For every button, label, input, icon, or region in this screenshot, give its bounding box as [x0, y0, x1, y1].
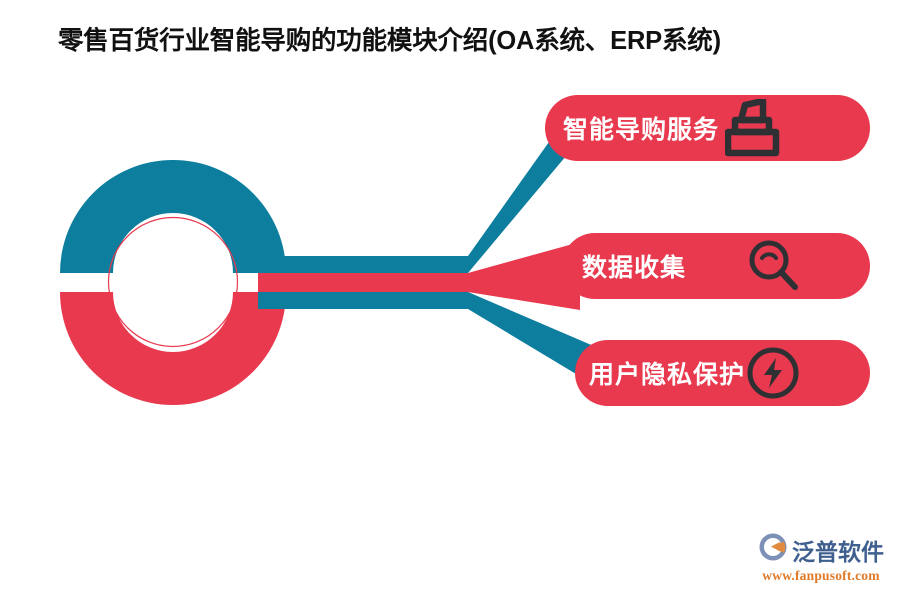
branch-to-item-3 [468, 292, 596, 386]
hub-bottom-half [60, 292, 286, 405]
item-label-1: 智能导购服务 [563, 116, 720, 144]
connector-stripe-top [258, 256, 468, 273]
logo-row: 泛普软件 [758, 532, 884, 567]
connector-stripe-middle [258, 273, 468, 292]
lightning-circle-icon [745, 345, 801, 401]
brand-logo: 泛普软件 www.fanpusoft.com [758, 532, 884, 584]
item-pill-3[interactable]: 用户隐私保护 [575, 340, 870, 406]
item-pill-1[interactable]: 智能导购服务 [545, 95, 870, 161]
item-label-3: 用户隐私保护 [589, 361, 746, 389]
connector-stripe-bottom [258, 292, 468, 309]
hub-inner-ring [107, 216, 239, 348]
logo-url-text: www.fanpusoft.com [762, 568, 880, 583]
page-title: 零售百货行业智能导购的功能模块介绍(OA系统、ERP系统) [58, 27, 721, 55]
stamp-icon [725, 99, 787, 157]
item-label-2: 数据收集 [582, 254, 687, 282]
item-pill-2[interactable]: 数据收集 [562, 233, 870, 299]
logo-brand-text: 泛普软件 [792, 538, 884, 565]
magnifier-icon [746, 238, 802, 294]
branch-to-item-2 [468, 242, 580, 310]
hub-top-half [60, 160, 286, 273]
logo-mark-icon [758, 532, 788, 567]
branch-to-item-1 [468, 118, 566, 273]
